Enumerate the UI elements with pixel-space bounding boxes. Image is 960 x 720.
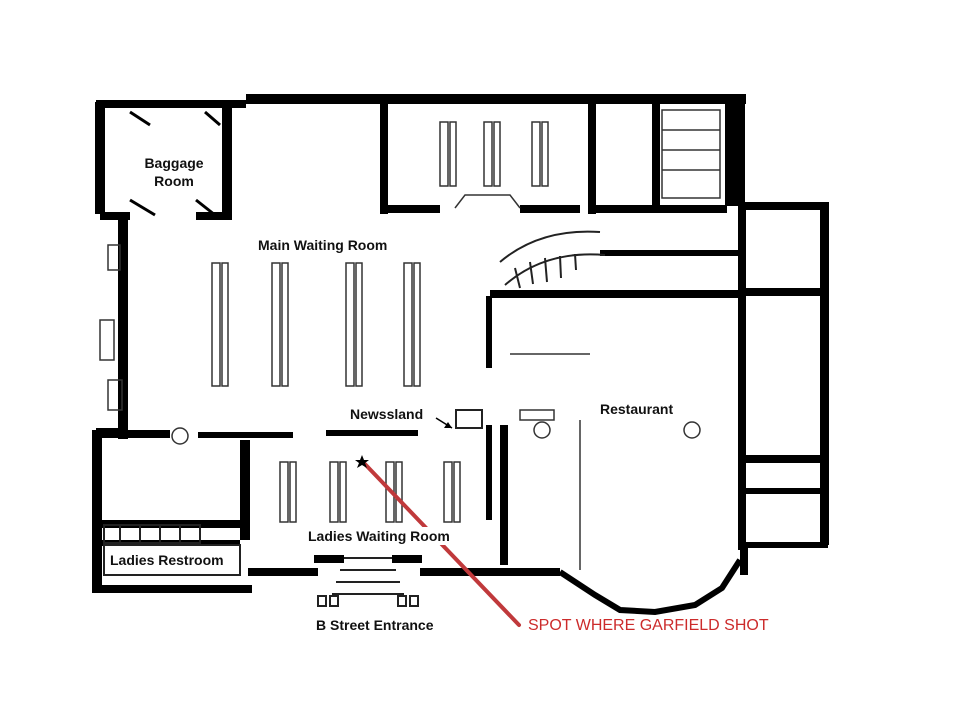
restroom-stalls [103, 524, 241, 576]
baggage-room-walls [96, 100, 240, 220]
newsstand-label: Newssland [350, 406, 424, 422]
star-icon [355, 455, 369, 468]
ladies-waiting-room-benches [279, 461, 461, 523]
garfield-callout-text: SPOT WHERE GARFIELD SHOT [528, 617, 769, 634]
newsstand-counter [455, 409, 483, 429]
left-fixtures [99, 244, 189, 445]
staircase [499, 230, 606, 289]
restaurant-fixtures [510, 353, 701, 570]
upper-rooms [380, 96, 746, 455]
upper-benches [439, 109, 721, 209]
restaurant-label: Restaurant [600, 401, 674, 417]
ladies-restroom-label: Ladies Restroom [110, 551, 224, 569]
entrance-steps [317, 557, 419, 607]
baggage-room-label: Baggage Room [144, 155, 204, 189]
ladies-waiting-room-label: Ladies Waiting Room [306, 527, 452, 545]
newsstand-arrow [435, 417, 453, 429]
restaurant-bay [558, 558, 743, 616]
main-waiting-room-label: Main Waiting Room [258, 237, 388, 253]
main-waiting-room-benches [211, 262, 421, 387]
b-street-entrance-label: B Street Entrance [316, 617, 434, 633]
